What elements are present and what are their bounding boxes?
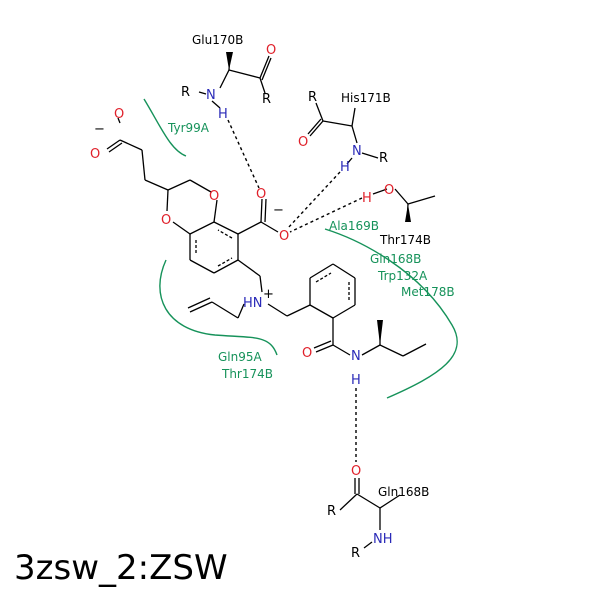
trp132a-label: Trp132A (377, 269, 428, 283)
hbond-glu170b (227, 119, 260, 189)
ligand-o-dioxane-top: O (209, 189, 219, 204)
thr174b-label: Thr174B (379, 233, 431, 247)
gln95a-label: Gln95A (218, 350, 263, 364)
stereo-wedge-thr (405, 204, 411, 222)
his171b-n: N (352, 144, 362, 159)
his171b-o: O (298, 135, 308, 150)
ligand-minus-left: − (94, 122, 105, 137)
met178b-label: Met178B (401, 285, 455, 299)
his171b-r1: R (308, 90, 317, 105)
gln168b-r2: R (351, 546, 360, 561)
gln168b-o: O (351, 464, 361, 479)
thr174b-h: H (362, 191, 372, 206)
gln168b-fragment (339, 478, 401, 549)
diagram-title: 3zsw_2:ZSW (14, 548, 228, 588)
glu170b-h: H (218, 107, 228, 122)
his171b-r2: R (379, 151, 388, 166)
ligand-o-benzoate-right: O (279, 229, 289, 244)
ligand-minus-right: − (273, 203, 284, 218)
gln168b-nh: NH (373, 532, 393, 547)
his171b-fragment (307, 102, 379, 165)
ligand-phenyl-amide (309, 263, 427, 357)
ligand-amide-n: N (351, 349, 361, 364)
gln95a-contact-arc (159, 259, 278, 356)
his171b-label: His171B (341, 91, 391, 105)
ligand-o-dioxane-bottom: O (161, 213, 171, 228)
ligand-core (106, 117, 311, 319)
ligand-ammonium-n: HN (243, 296, 263, 311)
gln168b-contact-label: Gln168B (370, 252, 421, 266)
ligand-o-carboxyl-top: O (114, 107, 124, 122)
glu170b-n: N (206, 88, 216, 103)
ala169b-label: Ala169B (329, 219, 379, 233)
thr174b-o: O (384, 183, 394, 198)
ala169b-contact-arc (324, 228, 458, 399)
gln168b-label: Gln168B (378, 485, 429, 499)
glu170b-r1: R (181, 85, 190, 100)
hbond-his171b (287, 171, 341, 229)
tyr99a-label: Tyr99A (167, 121, 210, 135)
stereo-wedge-glu (226, 52, 233, 70)
ligand-o-carboxyl-left: O (90, 147, 100, 162)
gln168b-r1: R (327, 504, 336, 519)
ligand-amide-h: H (351, 373, 361, 388)
glu170b-label: Glu170B (192, 33, 243, 47)
ligand-o-amide: O (302, 346, 312, 361)
thr174b-fragment (372, 188, 436, 223)
glu170b-r2: R (262, 92, 271, 107)
thr174b-contact-label: Thr174B (221, 367, 273, 381)
ligand-o-benzoate-top: O (256, 187, 266, 202)
hbond-thr174b (289, 197, 363, 233)
glu170b-o: O (266, 43, 276, 58)
tyr99a-contact-arc (143, 98, 187, 157)
stereo-wedge-ligand (377, 320, 383, 345)
ligand-plus: + (263, 287, 274, 302)
his171b-h: H (340, 160, 350, 175)
hydrogen-bonds (227, 119, 363, 462)
